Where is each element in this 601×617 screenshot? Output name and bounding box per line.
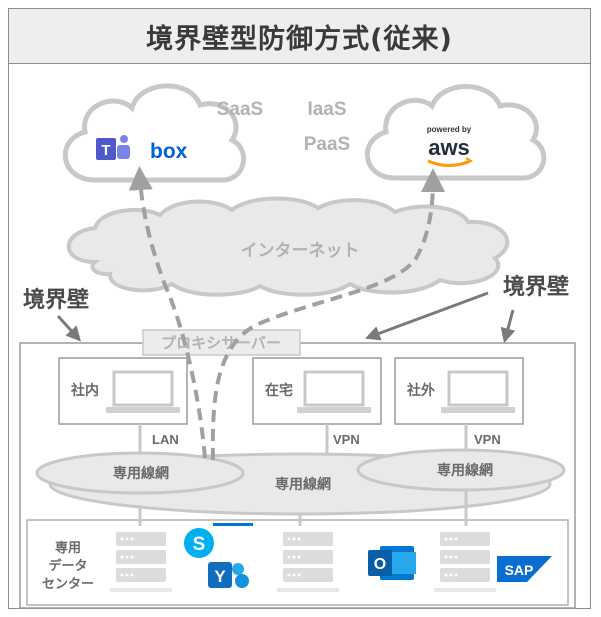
boundary-arrow-middle xyxy=(364,291,489,341)
skype-accent-bar xyxy=(213,523,253,526)
server-icon xyxy=(277,532,339,592)
iaas-label: IaaS xyxy=(307,99,346,120)
dedicated-network-label: 専用線網 xyxy=(275,476,331,493)
datacenter-label-line3: センター xyxy=(42,577,94,592)
aws-powered-by: powered by xyxy=(427,125,472,134)
dedicated-network-right xyxy=(356,448,566,492)
dedicated-network-label: 専用線網 xyxy=(437,462,493,479)
link-label-vpn: VPN xyxy=(333,432,360,447)
box-logo: box xyxy=(150,140,188,163)
boundary-arrow-right xyxy=(500,309,516,344)
site-outside-label: 社外 xyxy=(406,382,435,399)
svg-text:Y: Y xyxy=(214,567,226,586)
title-bar: 境界壁型防御方式(従来) xyxy=(8,8,591,64)
paas-label: PaaS xyxy=(304,134,350,155)
server-icon xyxy=(110,532,172,592)
office-to-saas-path xyxy=(128,166,207,459)
site-home-label: 在宅 xyxy=(265,382,293,399)
outlook-icon: O xyxy=(368,546,416,580)
sap-label: SAP xyxy=(505,562,534,578)
dedicated-network-label: 専用線網 xyxy=(113,465,169,482)
aws-logo: aws xyxy=(428,135,470,160)
link-label-lan: LAN xyxy=(152,432,179,447)
server-icon xyxy=(434,532,496,592)
site-office-label: 社内 xyxy=(70,382,99,399)
iaas-paas-cloud xyxy=(364,84,547,181)
boundary-arrow-left xyxy=(56,314,82,342)
boundary-wall-left: 境界壁 xyxy=(23,287,89,313)
proxy-server-label: プロキシサーバー xyxy=(161,334,281,352)
laptop-icon xyxy=(441,370,515,413)
boundary-wall-right: 境界壁 xyxy=(503,274,569,300)
saas-label: SaaS xyxy=(217,99,263,120)
laptop-icon xyxy=(106,370,180,413)
link-label-vpn: VPN xyxy=(474,432,501,447)
svg-text:S: S xyxy=(193,534,206,555)
page-title: 境界壁型防御方式(従来) xyxy=(146,23,453,55)
site-outside: 社外 xyxy=(394,357,524,425)
internet-label: インターネット xyxy=(241,241,360,261)
teams-icon: T xyxy=(96,135,130,160)
site-home: 在宅 xyxy=(252,357,382,425)
laptop-icon xyxy=(297,370,371,413)
proxy-server-box xyxy=(142,329,301,356)
datacenter-label-line2: データ xyxy=(48,558,87,574)
svg-text:O: O xyxy=(374,556,386,573)
sap-logo: SAP xyxy=(497,556,552,582)
site-office: 社内 xyxy=(58,357,188,425)
office-to-aws-path xyxy=(210,168,445,461)
datacenter-label-line1: 専用 xyxy=(55,540,81,556)
dedicated-network-left xyxy=(35,451,245,495)
svg-text:T: T xyxy=(101,142,110,159)
aws-arrow-icon xyxy=(464,157,474,165)
yammer-icon: Y xyxy=(208,562,249,588)
skype-icon: S xyxy=(184,528,214,558)
internet-cloud xyxy=(66,196,510,297)
